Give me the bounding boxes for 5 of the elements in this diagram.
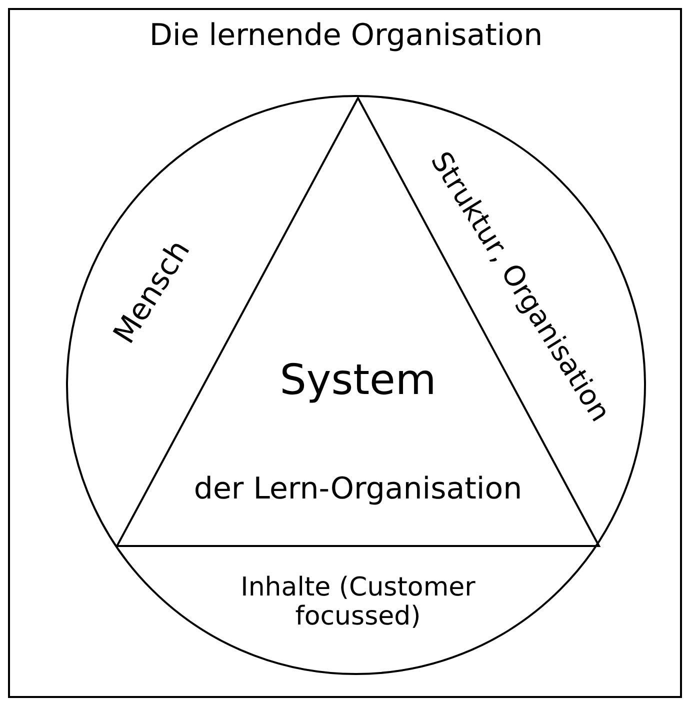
segment-label: System	[280, 356, 436, 404]
segment-label: Inhalte (Customer focussed)	[240, 573, 476, 631]
title: Die lernende Organisation	[148, 18, 544, 53]
segment-label: der Lern-Organisation	[194, 472, 522, 506]
circle	[66, 95, 646, 675]
